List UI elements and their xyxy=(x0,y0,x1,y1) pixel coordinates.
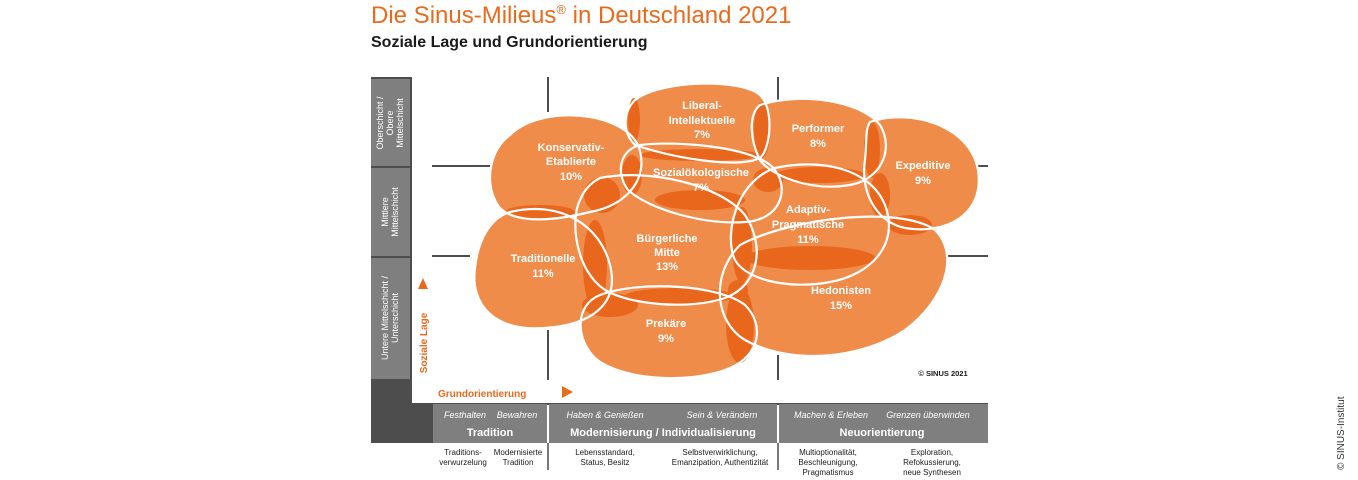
level-upper-label-line2: Obere xyxy=(385,110,395,135)
note-modern-2-l1: Selbstverwirklichung, xyxy=(682,448,757,457)
overlap-kons-trad xyxy=(505,205,575,219)
orientation-box-tradition xyxy=(433,404,547,443)
note-neu-2-l1: Exploration, xyxy=(911,448,953,457)
social-level-axis: Oberschicht / Obere Mittelschicht Mittle… xyxy=(371,77,411,443)
title-suffix: in Deutschland 2021 xyxy=(565,2,792,29)
orientation-neuorientierung: Neuorientierung xyxy=(840,427,925,439)
overlap-adaptiv-hedon xyxy=(745,246,875,270)
label-hedonisten: Hedonisten 15% xyxy=(811,285,871,312)
milieu-share: 15% xyxy=(830,300,852,312)
page-subtitle: Soziale Lage und Grundorientierung xyxy=(371,34,648,51)
sub-sein-veraendern: Sein & Verändern xyxy=(687,410,758,420)
level-middle-label-line2: Mittelschicht xyxy=(390,187,400,237)
overlap-liberal-sozial xyxy=(640,149,760,161)
y-axis-label: Soziale Lage xyxy=(419,312,430,373)
level-box-middle xyxy=(371,168,411,256)
milieu-share: 11% xyxy=(532,268,554,280)
milieu-labels: Konservativ- Etablierte 10% Liberal- Int… xyxy=(511,100,951,345)
registered-mark: ® xyxy=(556,2,566,17)
milieu-share: 7% xyxy=(693,182,709,194)
milieu-name-line: Performer xyxy=(792,123,845,135)
sub-haben-geniessen: Haben & Genießen xyxy=(566,410,643,420)
label-buergerliche-mitte: Bürgerliche Mitte 13% xyxy=(636,233,697,273)
page-title: Die Sinus-Milieus® in Deutschland 2021 xyxy=(371,2,791,30)
milieu-share: 10% xyxy=(560,171,582,183)
milieu-name-line: Intellektuelle xyxy=(669,115,736,127)
bar-corner xyxy=(411,404,433,443)
milieu-name-line: Bürgerliche xyxy=(636,233,697,245)
sub-grenzen: Grenzen überwinden xyxy=(886,410,970,420)
orientation-box-modernisierung xyxy=(549,404,777,443)
level-box-upper xyxy=(371,79,411,166)
arrow-right-icon xyxy=(562,386,573,398)
sub-bewahren: Bewahren xyxy=(497,410,538,420)
note-tradition-1-l2: verwurzelung xyxy=(439,458,487,467)
milieu-share: 9% xyxy=(915,175,931,187)
note-neu-2-l3: neue Synthesen xyxy=(903,468,961,477)
note-tradition-2-l2: Tradition xyxy=(503,458,534,467)
arrow-up-icon xyxy=(418,278,428,289)
milieu-share: 7% xyxy=(694,129,710,141)
note-neu-2-l2: Refokussierung, xyxy=(903,458,961,467)
level-box-lower xyxy=(371,258,411,379)
label-prekaere: Prekäre 9% xyxy=(646,318,686,345)
grid-lines xyxy=(432,77,988,380)
label-performer: Performer 8% xyxy=(792,123,845,150)
orientation-bar: Festhalten Bewahren Tradition Haben & Ge… xyxy=(411,404,988,443)
overlap-buerger-prek xyxy=(625,288,735,304)
title-main: Die Sinus-Milieus xyxy=(371,2,557,29)
note-neu-1-l1: Multioptionalität, xyxy=(799,448,857,457)
orientation-modernisierung: Modernisierung / Individualisierung xyxy=(570,427,756,439)
note-modern-1-l1: Lebensstandard, xyxy=(575,448,635,457)
milieu-share: 9% xyxy=(658,333,674,345)
label-expeditive: Expeditive 9% xyxy=(895,160,950,187)
level-upper-label-line3: Mittelschicht xyxy=(395,98,405,148)
level-lower-label-line1: Untere Mittelschicht / xyxy=(380,275,390,360)
milieu-name-line: Traditionelle xyxy=(511,253,576,265)
milieu-name-line: Sozialökologische xyxy=(653,167,749,179)
orientation-tradition: Tradition xyxy=(467,427,514,439)
note-tradition-1-l1: Traditions- xyxy=(444,448,482,457)
note-neu-1-l2: Beschleunigung, xyxy=(798,458,857,467)
milieu-name-line: Pragmatische xyxy=(772,219,844,231)
note-modern-2-l2: Emanzipation, Authentizität xyxy=(672,458,769,467)
label-adaptiv-pragmatische: Adaptiv- Pragmatische 11% xyxy=(772,204,844,246)
x-axis-label: Grundorientierung xyxy=(438,389,526,400)
level-middle-label-line1: Mittlere xyxy=(380,197,390,227)
milieu-name-line: Adaptiv- xyxy=(786,204,830,216)
x-axis-title: Grundorientierung xyxy=(438,386,573,400)
milieu-share: 13% xyxy=(656,261,678,273)
label-sozialoekologische: Sozialökologische 7% xyxy=(653,167,749,194)
level-lower-label-line2: Unterschicht xyxy=(390,292,400,343)
note-modern-1-l2: Status, Besitz xyxy=(581,458,630,467)
overlap-performer-expeditive xyxy=(864,122,880,178)
diagram-copyright: © SINUS 2021 xyxy=(918,369,967,378)
milieu-share: 11% xyxy=(797,234,819,246)
sub-machen-erleben: Machen & Erleben xyxy=(794,410,868,420)
milieu-name-line: Etablierte xyxy=(546,156,596,168)
milieu-name-line: Hedonisten xyxy=(811,285,871,297)
orientation-notes: Traditions- verwurzelung Modernisierte T… xyxy=(439,443,961,477)
milieu-name-line: Mitte xyxy=(654,247,680,259)
level-upper-label-line1: Oberschicht / xyxy=(375,96,385,150)
overlap-performer-adaptiv xyxy=(775,167,865,183)
milieu-name-line: Expeditive xyxy=(895,160,950,172)
note-neu-1-l3: Pragmatismus xyxy=(802,468,853,477)
y-axis-title: Soziale Lage xyxy=(418,278,430,373)
label-traditionelle: Traditionelle 11% xyxy=(511,253,576,280)
label-liberal-intellektuelle: Liberal- Intellektuelle 7% xyxy=(669,100,736,141)
milieu-share: 8% xyxy=(810,138,826,150)
milieu-name-line: Prekäre xyxy=(646,318,686,330)
overlap-liberal-performer xyxy=(754,102,770,158)
overlap-sozial-buerger xyxy=(655,190,745,210)
milieu-name-line: Liberal- xyxy=(682,100,722,112)
overlap-kons-liberal xyxy=(628,98,640,142)
note-tradition-2-l1: Modernisierte xyxy=(494,448,543,457)
label-konservativ-etablierte: Konservativ- Etablierte 10% xyxy=(538,142,605,183)
sub-festhalten: Festhalten xyxy=(444,410,486,420)
milieu-name-line: Konservativ- xyxy=(538,142,605,154)
orientation-box-neuorientierung xyxy=(779,404,988,443)
overlap-kons-buerger xyxy=(584,177,620,213)
